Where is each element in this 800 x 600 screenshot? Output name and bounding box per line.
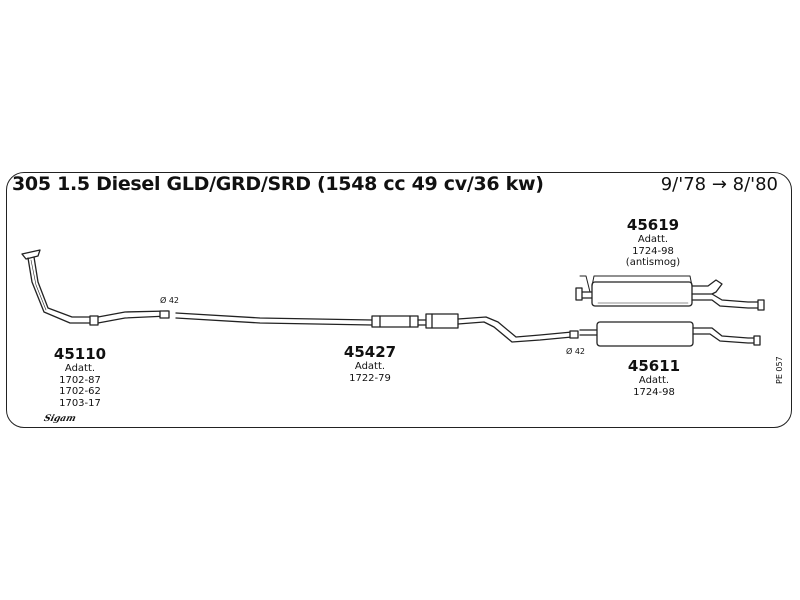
rear-silencer-45611 xyxy=(579,321,761,347)
part-adapt-label: Adatt. xyxy=(64,363,96,374)
pipe-diameter-label: Ø 42 xyxy=(566,347,586,356)
middle-pipe-45427 xyxy=(175,312,579,343)
part-ref: 1703-17 xyxy=(59,397,101,409)
part-ref: 1724-98 xyxy=(632,245,674,257)
part-label-45427: 45427 Adatt. 1722-79 xyxy=(340,344,400,384)
part-label-45110: 45110 Adatt. 1702-87 1702-62 1703-17 xyxy=(50,346,110,409)
part-adapt-label: Adatt. xyxy=(637,234,669,245)
front-pipe-45110 xyxy=(21,249,170,326)
part-ref: (antismog) xyxy=(625,257,681,268)
part-number: 45619 xyxy=(626,216,680,234)
part-ref: 1724-98 xyxy=(633,386,675,398)
catalog-code: PE 057 xyxy=(775,356,784,384)
part-number: 45611 xyxy=(627,357,681,375)
part-ref: 1702-87 xyxy=(59,374,101,386)
part-adapt-label: Adatt. xyxy=(638,375,670,386)
part-ref: 1722-79 xyxy=(349,372,391,384)
rear-silencer-45619 xyxy=(575,275,765,311)
brand-logo: Sigam xyxy=(42,414,77,424)
pipe-diameter-label: Ø 42 xyxy=(160,296,180,305)
part-ref: 1702-62 xyxy=(59,386,101,397)
part-label-45619: 45619 Adatt. 1724-98 (antismog) xyxy=(620,217,686,269)
part-adapt-label: Adatt. xyxy=(354,361,386,372)
vehicle-title: 305 1.5 Diesel GLD/GRD/SRD (1548 cc 49 c… xyxy=(12,173,544,195)
date-range: 9/'78 → 8/'80 xyxy=(660,174,778,195)
part-number: 45427 xyxy=(343,343,397,361)
part-label-45611: 45611 Adatt. 1724-98 xyxy=(624,358,684,398)
part-number: 45110 xyxy=(53,345,107,363)
